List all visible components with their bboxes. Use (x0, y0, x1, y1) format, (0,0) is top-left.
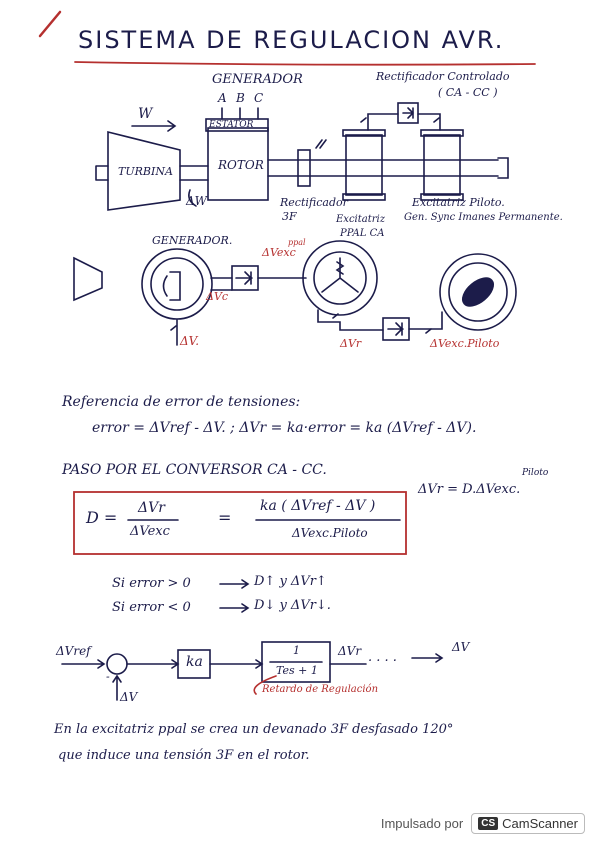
dv-feedback-label: ΔV (120, 690, 138, 704)
cond1-right: D↑ y ΔVr↑ (254, 574, 327, 589)
stator-box (207, 127, 269, 201)
box-num2: ka ( ΔVref - ΔV ) (260, 498, 376, 514)
turbine-shape (107, 130, 181, 211)
title-underline (74, 61, 536, 66)
generador-label: GENERADOR (212, 72, 303, 87)
final-sentence-2: que induce una tensión 3F en el rotor. (58, 748, 310, 763)
dvr-equation: ΔVr = D.ΔVexc. (418, 482, 521, 497)
pen-mark (38, 10, 62, 38)
box-den2: ΔVexc.Piloto (292, 526, 368, 540)
dvref-label: ΔVref (56, 644, 91, 658)
piloto-superscript: Piloto (522, 468, 549, 478)
dv-exc-piloto-label: ΔVexc.Piloto (430, 337, 500, 350)
excitatriz-ppal-label-1: Excitatriz (336, 214, 385, 225)
box-d-label: D = (86, 508, 118, 527)
excitatriz-piloto-label: Excitatriz Piloto. (412, 196, 505, 209)
duty-cycle-box (73, 491, 407, 555)
impulsado-text: Impulsado por (380, 816, 464, 831)
estator-label: ESTATOR (209, 120, 254, 130)
box-den1: ΔVexc (130, 524, 170, 539)
cond2-right: D↓ y ΔVr↓. (254, 598, 331, 613)
final-sentence-1: En la excitatriz ppal se crea un devanad… (54, 722, 454, 737)
rotor-label: ROTOR (218, 158, 264, 172)
camscanner-footer: Impulsado por CS CamScanner (381, 813, 585, 834)
omega-label: W (138, 106, 153, 122)
dv-r-label: ΔVr (340, 337, 362, 350)
turbine-symbol (73, 256, 103, 302)
transfer-function-block (261, 641, 331, 683)
ca-cc-label: ( CA - CC ) (438, 86, 498, 99)
summing-junction (106, 653, 128, 675)
phase-a-label: A (218, 91, 227, 105)
tf-numerator: 1 (293, 644, 300, 657)
page-title: SISTEMA DE REGULACION AVR. (78, 26, 505, 54)
turbina-label: TURBINA (118, 165, 173, 178)
excitatriz-ppal-label-2: PPAL CA (340, 228, 385, 239)
rect-controlled-box (397, 102, 419, 124)
phase-c-label: C (254, 91, 264, 105)
dv-label: ΔV. (180, 334, 200, 348)
generator-circle (141, 248, 213, 320)
camscanner-logo: CS CamScanner (471, 813, 585, 834)
delta-w-label: ΔW (186, 194, 207, 208)
dv-c-label: ΔVc (206, 290, 229, 303)
cond1-left: Si error > 0 (112, 576, 191, 591)
excitatriz-piloto-circle (439, 253, 517, 331)
gen-sync-label: Gen. Sync Imanes Permanente. (404, 212, 563, 223)
generador2-label: GENERADOR. (152, 234, 233, 247)
cond2-left: Si error < 0 (112, 600, 191, 615)
box-equals: = (218, 508, 232, 527)
ppal-label: ppal (288, 238, 306, 247)
ka-label: ka (186, 654, 203, 670)
rect-3f-label-2: 3F (282, 210, 297, 223)
omega-arrow (131, 120, 177, 132)
retardo-label: Retardo de Regulación (262, 684, 379, 695)
ref-error-heading: Referencia de error de tensiones: (62, 394, 301, 410)
dv-output-label: ΔV (452, 640, 470, 654)
error-equation: error = ΔVref - ΔV. ; ΔVr = ka·error = k… (92, 420, 477, 436)
minus-sign: - (106, 670, 110, 683)
cs-badge-icon: CS (478, 817, 499, 830)
dvr-block-label: ΔVr (338, 644, 362, 658)
phase-b-label: B (236, 91, 245, 105)
camscanner-brand: CamScanner (502, 816, 578, 831)
box-num1: ΔVr (138, 500, 165, 516)
dv-exc-label: ΔVexc (262, 246, 296, 259)
paso-heading: PASO POR EL CONVERSOR CA - CC. (62, 462, 327, 478)
rect-3f-label-1: Rectificador (280, 196, 348, 209)
tf-denominator: Tes + 1 (276, 664, 318, 677)
excitatriz-ppal-circle (302, 240, 378, 316)
dots: . . . . (368, 650, 397, 665)
rect-controlado-label: Rectificador Controlado (376, 70, 510, 83)
